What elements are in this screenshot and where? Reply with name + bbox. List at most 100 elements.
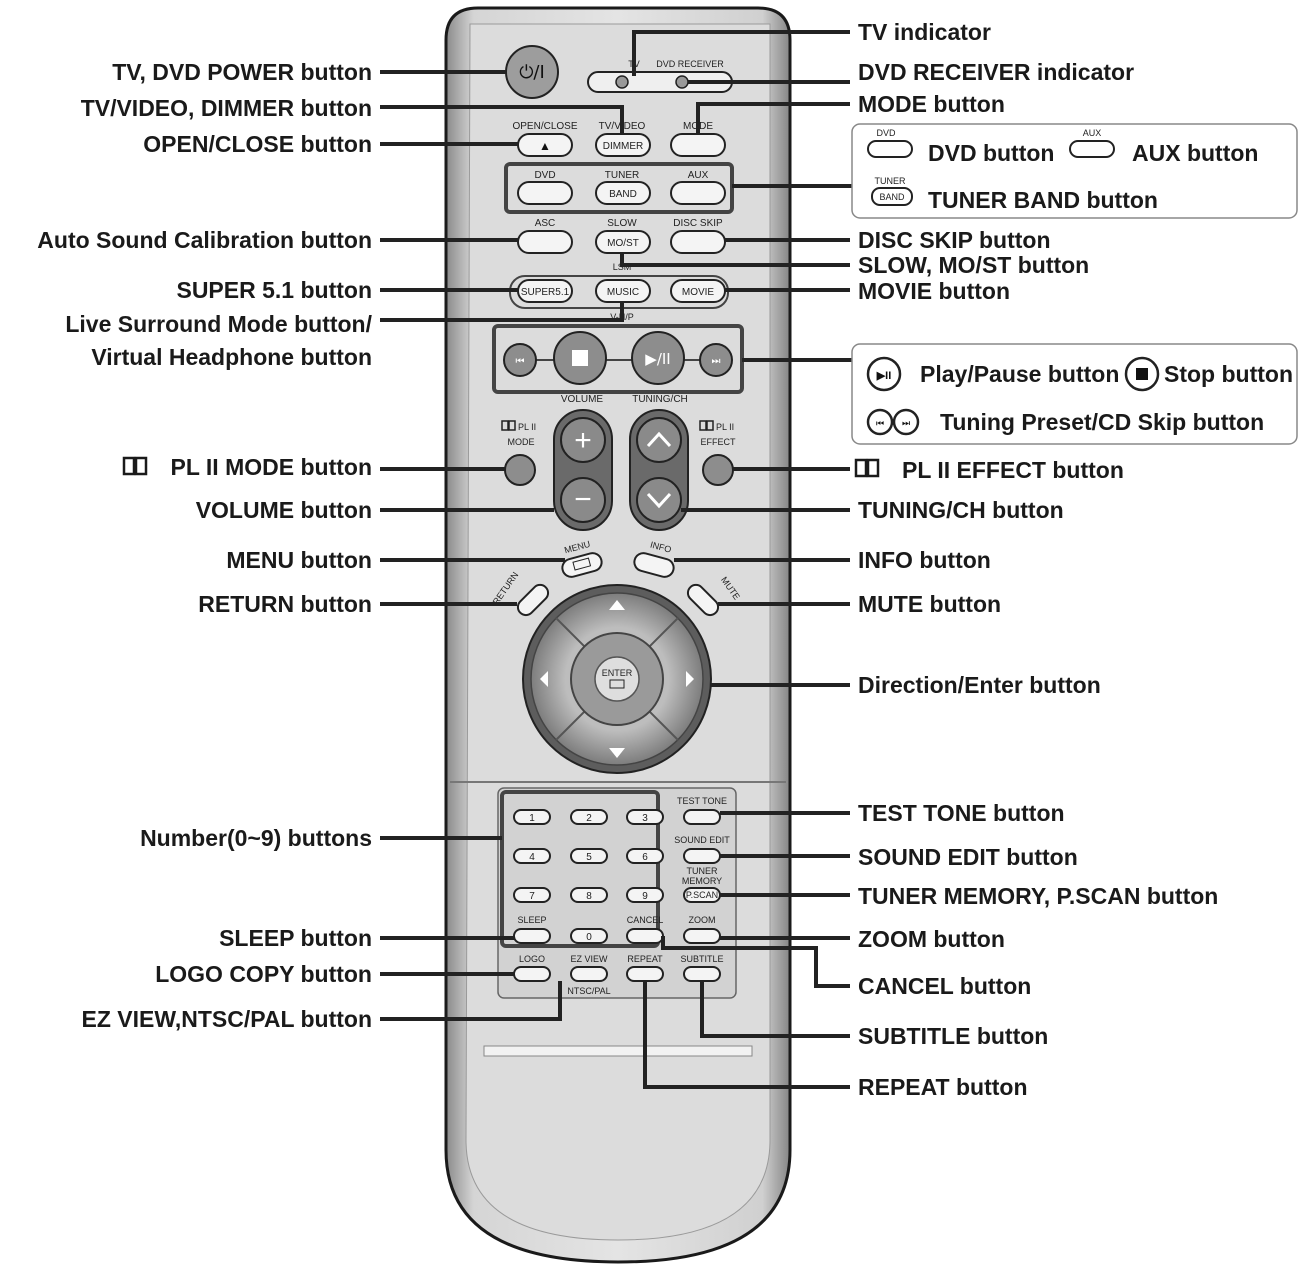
direction-pad[interactable]: ENTER <box>522 584 712 774</box>
repeat-button[interactable] <box>626 966 664 982</box>
chevron-up-icon <box>646 431 672 448</box>
svg-text:⏮: ⏮ <box>876 418 884 428</box>
volume-rocker[interactable]: + − <box>553 409 613 531</box>
menu-button[interactable] <box>560 551 603 579</box>
pl2-mode-key-label: PL II MODE <box>501 420 536 447</box>
tuning-rocker[interactable] <box>629 409 689 531</box>
key-label-tuning-ch: TUNING/CH <box>632 394 688 405</box>
dvd-button[interactable] <box>517 181 573 205</box>
key-label-tuner-memory-2: MEMORY <box>682 876 722 886</box>
callout-super51: SUPER 5.1 button <box>176 277 372 303</box>
key-label-tuner: TUNER <box>605 170 639 181</box>
p-scan-key-text: P.SCAN <box>686 890 718 900</box>
number-button-2[interactable] <box>570 809 608 825</box>
sound-edit-button[interactable] <box>683 848 721 864</box>
zoom-button[interactable] <box>683 928 721 944</box>
callout-pl2-mode: PL II MODE button <box>171 454 372 480</box>
legend-play-pause-label: Play/Pause button <box>920 361 1119 387</box>
callout-zoom: ZOOM button <box>858 926 1005 952</box>
disc-skip-button[interactable] <box>670 230 726 254</box>
callout-tuner-memory: TUNER MEMORY, P.SCAN button <box>858 883 1218 909</box>
callout-sleep: SLEEP button <box>219 925 372 951</box>
enter-button[interactable] <box>594 656 640 702</box>
number-label-6: 6 <box>642 852 648 863</box>
callout-tv-dvd-power: TV, DVD POWER button <box>112 59 372 85</box>
pl2-effect-pl-text: PL II <box>716 422 734 432</box>
enter-key-text: ENTER <box>602 668 633 678</box>
skip-forward-button[interactable]: ⏭ <box>699 343 733 377</box>
number-group-frame <box>500 790 660 948</box>
tuner-band-button[interactable] <box>595 181 651 205</box>
callout-disc-skip: DISC SKIP button <box>858 227 1051 253</box>
legend-skip-label: Tuning Preset/CD Skip button <box>940 409 1264 435</box>
skip-forward-icon: ⏭ <box>712 356 721 367</box>
callout-live-surround: Live Surround Mode button/ <box>65 311 372 337</box>
number-label-8: 8 <box>586 891 592 902</box>
play-pause-button[interactable]: ▶/II <box>631 331 685 385</box>
callout-virtual-headphone: Virtual Headphone button <box>91 344 372 370</box>
arrow-left-icon <box>540 671 548 687</box>
number-label-3: 3 <box>642 813 648 824</box>
key-label-test-tone: TEST TONE <box>677 796 727 806</box>
key-label-slow: SLOW <box>607 218 637 229</box>
number-button-5[interactable] <box>570 848 608 864</box>
right-callouts: TV indicator DVD RECEIVER indicator MODE… <box>854 19 1218 1100</box>
volume-down-button[interactable] <box>560 477 606 523</box>
key-label-tuner-memory-1: TUNER <box>687 866 718 876</box>
arrow-right-icon <box>686 671 694 687</box>
pl2-mode-button[interactable] <box>504 454 536 486</box>
number-button-6[interactable] <box>626 848 664 864</box>
tuning-up-button[interactable] <box>636 417 682 463</box>
music-key-text: MUSIC <box>607 287 639 298</box>
callout-tuning-ch: TUNING/CH button <box>858 497 1064 523</box>
number-button-9[interactable] <box>626 887 664 903</box>
callout-direction-enter: Direction/Enter button <box>858 672 1101 698</box>
callout-cancel: CANCEL button <box>858 973 1031 999</box>
mode-button[interactable] <box>670 133 726 157</box>
number-button-3[interactable] <box>626 809 664 825</box>
number-button-0[interactable] <box>570 928 608 944</box>
callout-subtitle: SUBTITLE button <box>858 1023 1048 1049</box>
subtitle-button[interactable] <box>683 966 721 982</box>
pl2-mode-pl-text: PL II <box>518 422 536 432</box>
return-button[interactable] <box>515 582 552 619</box>
tuning-down-button[interactable] <box>636 477 682 523</box>
power-button[interactable]: ⏻/I <box>505 45 559 99</box>
number-button-8[interactable] <box>570 887 608 903</box>
legend-aux-key-label: AUX <box>1083 128 1102 138</box>
number-button-4[interactable] <box>513 848 551 864</box>
callout-return: RETURN button <box>198 591 372 617</box>
number-button-7[interactable] <box>513 887 551 903</box>
key-label-volume: VOLUME <box>561 394 604 405</box>
mute-button[interactable] <box>685 582 722 619</box>
volume-up-button[interactable] <box>560 417 606 463</box>
pl2-effect-button[interactable] <box>702 454 734 486</box>
sleep-button[interactable] <box>513 928 551 944</box>
key-label-open-close: OPEN/CLOSE <box>512 121 577 132</box>
stop-button[interactable] <box>553 331 607 385</box>
dvd-receiver-indicator-label: DVD RECEIVER <box>656 59 724 69</box>
legend-stop-label: Stop button <box>1164 361 1293 387</box>
cancel-button[interactable] <box>626 928 664 944</box>
info-button[interactable] <box>632 551 675 579</box>
aux-button[interactable] <box>670 181 726 205</box>
test-tone-button[interactable] <box>683 809 721 825</box>
legend-tuner-band-label: TUNER BAND button <box>928 187 1158 213</box>
legend-tuner-key-label: TUNER <box>875 176 906 186</box>
callout-tv-video-dimmer: TV/VIDEO, DIMMER button <box>81 95 372 121</box>
number-button-1[interactable] <box>513 809 551 825</box>
asc-button[interactable] <box>517 230 573 254</box>
key-label-ntsc-pal: NTSC/PAL <box>567 986 610 996</box>
number-label-9: 9 <box>642 891 648 902</box>
power-icon: ⏻/I <box>519 62 545 83</box>
callout-repeat: REPEAT button <box>858 1074 1028 1100</box>
callout-tv-indicator: TV indicator <box>858 19 991 45</box>
ez-view-button[interactable] <box>570 966 608 982</box>
logo-copy-button[interactable] <box>513 966 551 982</box>
dolby-icon-left <box>122 456 148 476</box>
skip-back-button[interactable]: ⏮ <box>503 343 537 377</box>
number-label-0: 0 <box>586 932 592 943</box>
dvd-receiver-indicator-led <box>675 75 689 89</box>
legend-aux-key <box>1069 140 1115 158</box>
